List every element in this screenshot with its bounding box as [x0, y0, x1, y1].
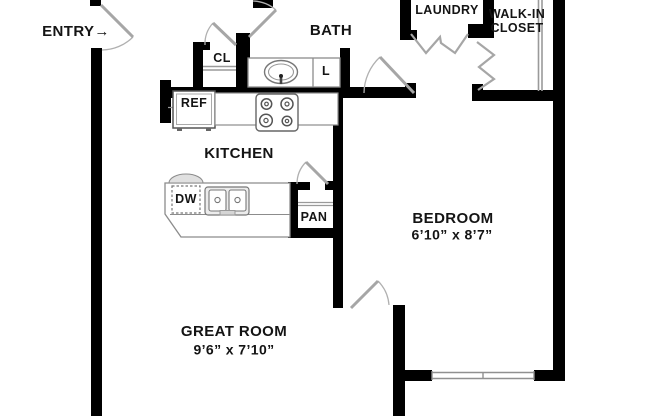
bedroom-dimensions: 6’10” x 8’7” [411, 226, 493, 243]
walkin-closet-label-1: WALK-IN [488, 7, 546, 22]
bedroom-hall-door [363, 55, 416, 95]
great-room-bedroom-door [349, 279, 390, 310]
walkin-bifold-door [476, 41, 496, 91]
pantry-label: PAN [300, 210, 328, 225]
dishwasher-label: DW [175, 192, 197, 207]
closet-cl-label: CL [213, 51, 231, 66]
bath-sink-icon [263, 59, 299, 85]
pantry-door [296, 160, 330, 186]
pantry-shelf-line [298, 201, 333, 207]
laundry-bifold-door [410, 33, 469, 55]
entry-door [99, 3, 135, 51]
kitchen-label: KITCHEN [204, 144, 274, 162]
laundry-label: LAUNDRY [415, 3, 479, 18]
bedroom-window [431, 370, 535, 381]
linen-label: L [321, 64, 331, 79]
refrigerator-label: REF [180, 96, 208, 111]
great-room-label: GREAT ROOM [180, 322, 288, 340]
kitchen-sink-icon [204, 186, 250, 216]
bath-vanity [247, 57, 341, 88]
entry-label: ENTRY→ [42, 22, 110, 40]
closet-rod-lines [203, 0, 543, 91]
bath-label: BATH [309, 21, 353, 39]
dishwasher-outline [171, 185, 201, 214]
closet-cl-door [204, 21, 238, 47]
bedroom-label: BEDROOM [412, 209, 494, 227]
great-room-dimensions: 9’6” x 7’10” [193, 341, 275, 358]
refrigerator-outline [172, 90, 216, 131]
stove-icon [255, 93, 299, 132]
walkin-closet-label-2: CLOSET [490, 21, 544, 36]
bath-door [247, 0, 278, 39]
